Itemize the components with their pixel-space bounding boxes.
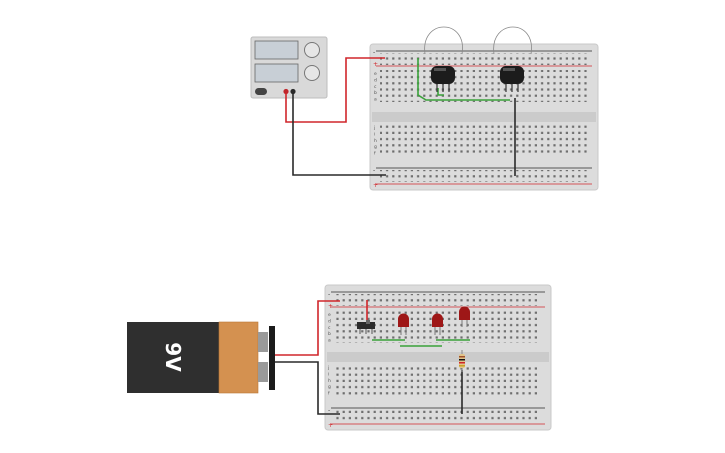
rail-minus-symbol: - xyxy=(328,407,330,414)
top-terminal-lower xyxy=(380,124,588,156)
battery-cap xyxy=(218,321,259,394)
bottom-lower-row-label: f xyxy=(328,391,330,397)
bottom-rail-holes xyxy=(380,170,588,182)
top-lower-row-label: j xyxy=(373,125,375,131)
power-supply[interactable] xyxy=(250,36,328,99)
bottom-lower-row-label: j xyxy=(327,365,329,371)
sensor-lead-arc xyxy=(493,26,532,55)
bottom-upper-row-label: e xyxy=(328,313,331,318)
bottom-upper-row-label: b xyxy=(328,331,331,337)
breadboard-bottom: - + - + xyxy=(324,284,552,431)
top-upper-row-label: b xyxy=(374,90,377,96)
battery-9v[interactable]: 9V xyxy=(127,321,275,394)
negative-terminal[interactable] xyxy=(290,88,296,95)
breadboard-top: - + - + xyxy=(369,43,599,191)
bottom-upper-row-label: d xyxy=(328,318,331,324)
wire-black-battery xyxy=(275,361,340,415)
rail-minus-symbol: - xyxy=(328,291,330,298)
sensor-1[interactable] xyxy=(424,26,463,92)
battery-terminal-positive[interactable] xyxy=(258,332,268,352)
battery-clip xyxy=(269,326,275,390)
top-upper-row-label: a xyxy=(374,98,377,103)
resistor[interactable] xyxy=(459,350,465,372)
top-upper-row-label: e xyxy=(374,72,377,77)
rail-plus-symbol: + xyxy=(373,182,378,189)
bottom-upper-row-label: a xyxy=(328,339,331,344)
voltage-knob[interactable] xyxy=(304,42,320,58)
bottom-lower-row-label: i xyxy=(328,371,329,377)
battery-body xyxy=(127,322,223,393)
sensor-lead-arc xyxy=(424,26,463,55)
wire-green-top xyxy=(417,58,510,101)
bottom-lower-row-label: h xyxy=(328,378,331,384)
top-terminal-upper xyxy=(380,70,588,102)
display-voltage xyxy=(254,40,299,60)
sensor-2[interactable] xyxy=(493,26,532,92)
top-lower-row-label: g xyxy=(374,145,377,150)
top-upper-row-label: d xyxy=(374,77,377,83)
bottom-rail-holes xyxy=(334,410,540,422)
positive-terminal[interactable] xyxy=(283,88,289,95)
wire-black-supply xyxy=(292,93,386,176)
center-channel xyxy=(327,352,549,362)
top-lower-row-label: h xyxy=(374,138,377,144)
led-3[interactable] xyxy=(459,306,470,327)
terminal-lower xyxy=(334,364,540,396)
rail-plus-symbol: + xyxy=(328,303,333,310)
battery-terminal-negative[interactable] xyxy=(258,362,268,382)
slide-switch[interactable] xyxy=(357,320,375,334)
wire-red-supply xyxy=(285,57,385,123)
rail-plus-symbol: + xyxy=(328,422,333,429)
bottom-lower-row-label: g xyxy=(328,385,331,390)
rail-plus-symbol: + xyxy=(373,61,378,68)
top-rail-holes xyxy=(334,294,540,306)
top-rail-holes xyxy=(380,53,588,65)
center-channel xyxy=(372,112,596,122)
display-current xyxy=(254,63,299,83)
led-1[interactable] xyxy=(398,313,409,336)
battery-label: 9V xyxy=(161,342,185,372)
power-switch[interactable] xyxy=(255,88,267,95)
top-lower-row-label: f xyxy=(374,151,376,157)
wire-green-short xyxy=(437,88,444,96)
current-knob[interactable] xyxy=(304,65,320,81)
led-2[interactable] xyxy=(432,313,443,336)
top-lower-row-label: i xyxy=(374,131,375,137)
rail-minus-symbol: - xyxy=(373,167,375,174)
wire-red-battery xyxy=(275,300,340,356)
bottom-upper-row-label: c xyxy=(328,326,331,331)
rail-minus-symbol: - xyxy=(373,49,375,56)
top-upper-row-label: c xyxy=(374,85,377,90)
